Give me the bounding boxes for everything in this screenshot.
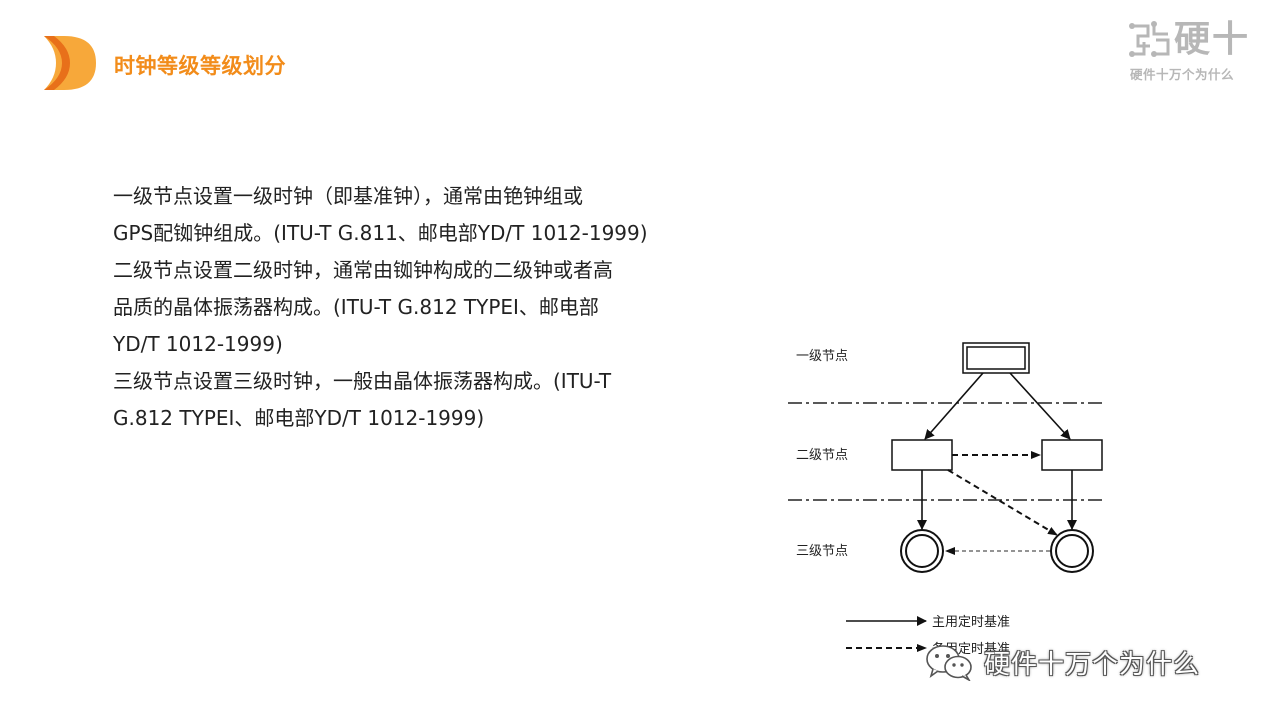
clock-hierarchy-diagram: 一级节点 二级节点 三级节点 主用定时基准 备用定时基准 [788, 342, 1103, 657]
body-line: G.812 TYPEⅠ、邮电部YD/T 1012-1999) [113, 406, 485, 430]
brand-name: 硬十 [1174, 18, 1251, 60]
primary-link [924, 372, 984, 440]
brand-subtitle: 硬件十万个为什么 [1130, 67, 1235, 82]
watermark-text: 硬件十万个为什么 [984, 649, 1201, 680]
level-label: 三级节点 [796, 544, 848, 559]
body-line: 三级节点设置三级时钟，一般由晶体振荡器构成。(ITU-T [113, 369, 612, 393]
header-logo-icon [44, 36, 96, 90]
level2-node-right [1041, 439, 1103, 471]
level1-node [962, 342, 1030, 374]
level3-node-left-inner [905, 534, 939, 568]
level1-node-inner [966, 346, 1026, 370]
primary-link [1009, 372, 1071, 440]
level-label: 二级节点 [796, 448, 848, 463]
circuit-logo-icon [1129, 21, 1170, 57]
watermark: 硬件十万个为什么 [924, 642, 1200, 682]
body-line: YD/T 1012-1999) [113, 332, 283, 356]
legend-primary-label: 主用定时基准 [932, 615, 1010, 630]
level3-node-right [1050, 529, 1094, 573]
body-line: 二级节点设置二级时钟，通常由铷钟构成的二级钟或者高 [113, 258, 613, 282]
level2-node-left [891, 439, 953, 471]
level3-node-left [900, 529, 944, 573]
slide-title: 时钟等级等级划分 [114, 54, 286, 78]
brand-logo: 硬十 硬件十万个为什么 [1128, 14, 1260, 86]
body-text: 一级节点设置一级时钟（即基准钟），通常由铯钟组或 GPS配铷钟组成。(ITU-T… [113, 178, 733, 437]
backup-link [947, 469, 1058, 536]
body-line: GPS配铷钟组成。(ITU-T G.811、邮电部YD/T 1012-1999) [113, 221, 648, 245]
level-label: 一级节点 [796, 349, 848, 364]
level3-node-right-inner [1055, 534, 1089, 568]
wechat-icon [926, 645, 972, 681]
body-line: 品质的晶体振荡器构成。(ITU-T G.812 TYPEⅠ、邮电部 [113, 295, 599, 319]
body-line: 一级节点设置一级时钟（即基准钟），通常由铯钟组或 [113, 184, 583, 208]
